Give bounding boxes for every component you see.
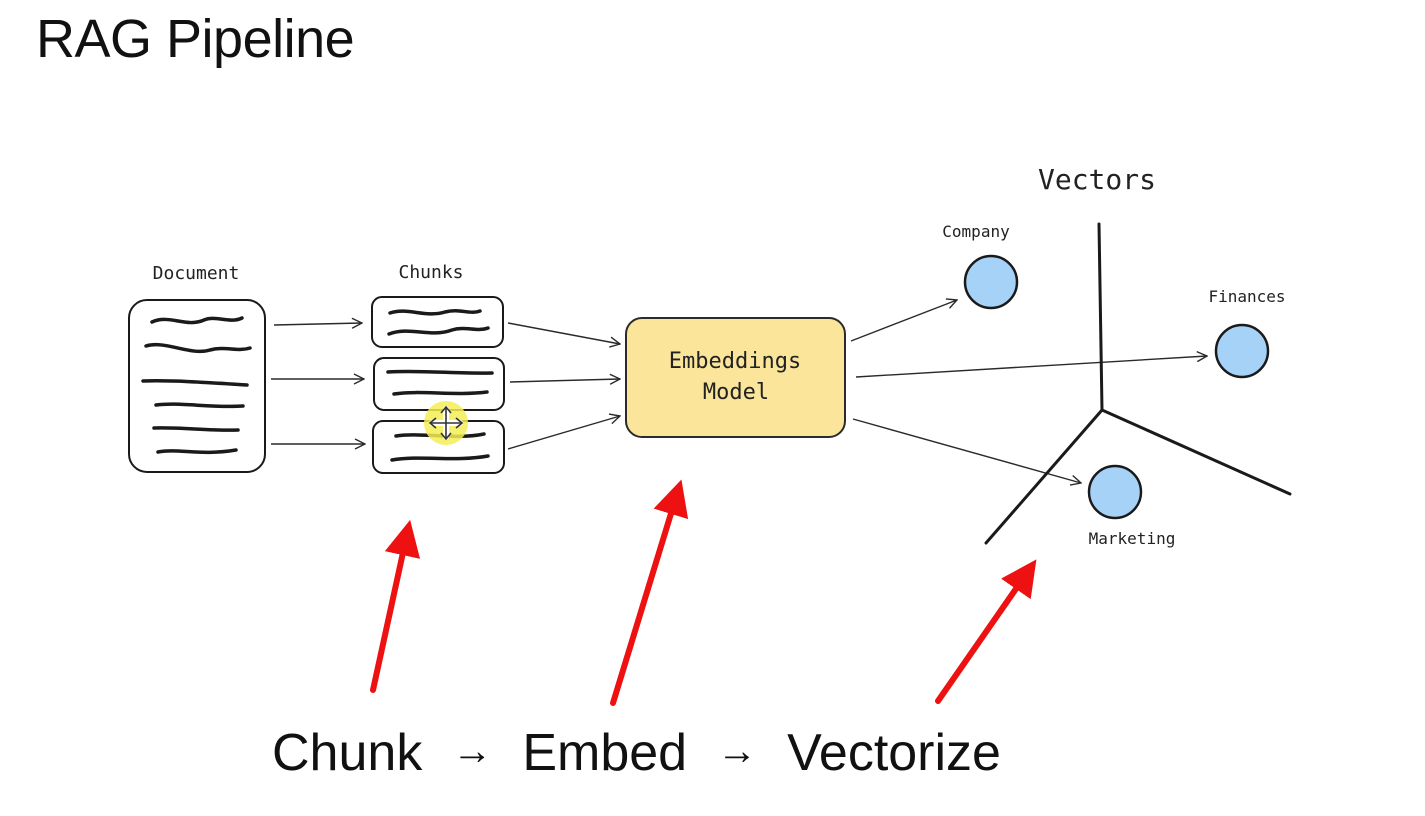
move-cursor-icon [424, 401, 468, 445]
step-separator-1: → [452, 729, 493, 773]
chunk-box-1 [371, 296, 504, 348]
chunk-3-to-model-arrow [507, 416, 620, 450]
embed-highlight-arrow [610, 479, 689, 706]
vectorize-highlight-arrow [935, 559, 1037, 704]
model-label-line2: Model [703, 380, 769, 405]
document-label: Document [153, 263, 240, 284]
vector-label-marketing: Marketing [1089, 529, 1176, 548]
step-embed: Embed [522, 724, 688, 782]
chunk-2-to-model-arrow [509, 379, 620, 382]
document-box [128, 299, 266, 473]
vectors-label: Vectors [1038, 163, 1156, 196]
chunk-highlight-arrow [370, 519, 421, 693]
embeddings-model-box: Embeddings Model [625, 317, 846, 438]
step-chunk: Chunk [272, 724, 423, 782]
vector-label-company: Company [942, 222, 1010, 241]
chunks-label: Chunks [398, 262, 463, 283]
model-to-finances-arrow [855, 356, 1207, 378]
vector-label-finances: Finances [1208, 287, 1285, 306]
doc-to-chunk-1-arrow [273, 323, 362, 325]
chunk-1-to-model-arrow [507, 322, 620, 344]
model-to-company-arrow [850, 300, 957, 342]
pipeline-steps: Chunk → Embed → Vectorize [272, 722, 1001, 784]
vector-point-company: Company [942, 222, 1019, 310]
step-separator-2: → [717, 729, 758, 773]
vector-space-axes [984, 222, 1292, 545]
step-vectorize: Vectorize [787, 724, 1001, 782]
page-title: RAG Pipeline [36, 9, 355, 69]
model-label-line1: Embeddings [669, 349, 801, 374]
vector-point-finances: Finances [1208, 287, 1286, 379]
vector-point-marketing: Marketing [1087, 464, 1176, 548]
model-to-marketing-arrow [852, 418, 1081, 483]
